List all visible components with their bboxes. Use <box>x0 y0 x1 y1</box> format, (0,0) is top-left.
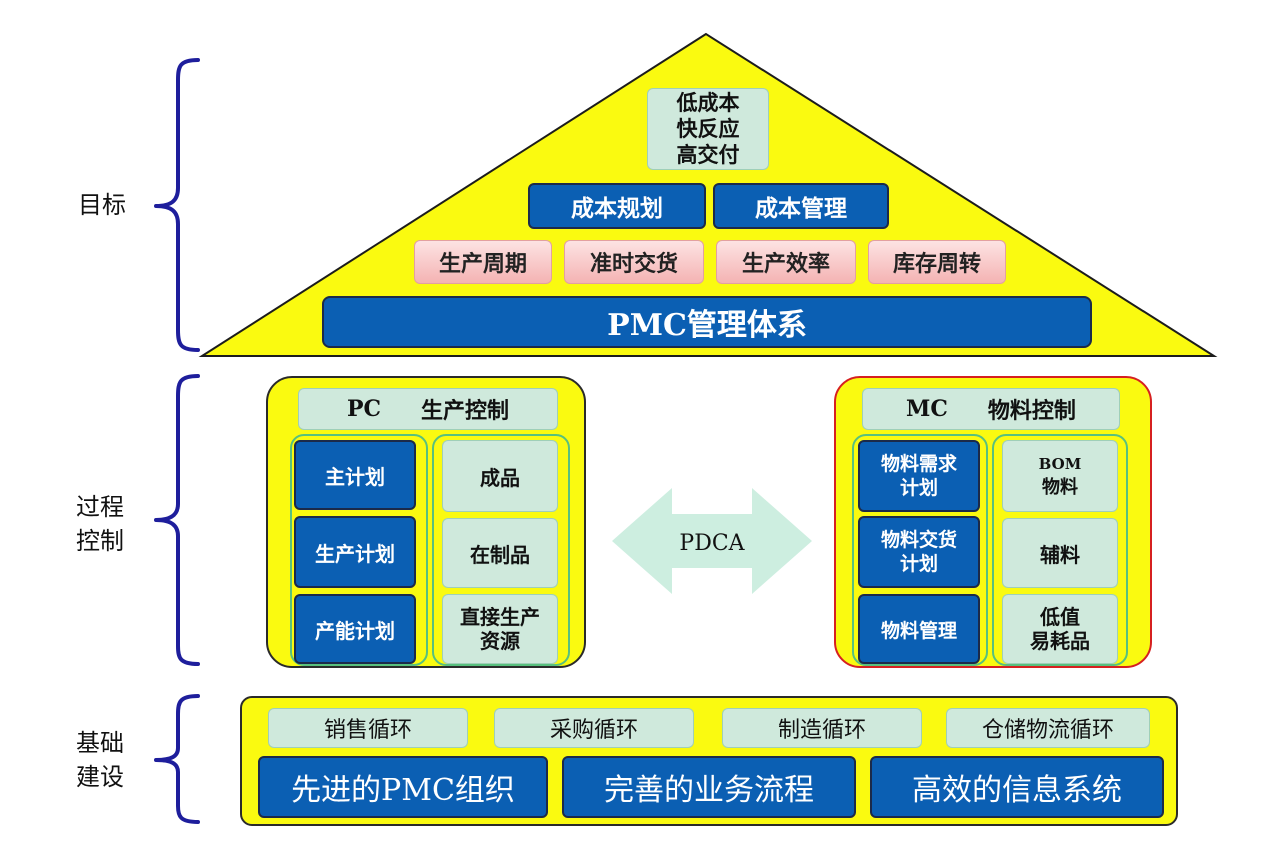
mc-auxiliary-materials: 辅料 <box>1002 518 1118 588</box>
pc-capacity-plan: 产能计划 <box>294 594 416 664</box>
mc-plans-column <box>852 434 988 666</box>
pc-title-name: 生产控制 <box>421 398 510 424</box>
pc-wip: 在制品 <box>442 518 558 588</box>
metric-on-time-delivery: 准时交货 <box>564 240 704 284</box>
base-bracket <box>154 694 200 824</box>
pmc-system-bar: PMC管理体系 <box>322 296 1092 348</box>
mc-title-code: MC <box>906 396 948 422</box>
cycle-procurement: 采购循环 <box>494 708 694 748</box>
mc-consumables: 低值 易耗品 <box>1002 594 1118 664</box>
goal-label: 目标 <box>78 191 126 219</box>
pc-plans-column <box>290 434 428 666</box>
cost-planning-box: 成本规划 <box>528 183 706 229</box>
mc-title-box: MC 物料控制 <box>862 388 1120 430</box>
cost-management-box: 成本管理 <box>713 183 889 229</box>
pdca-label: PDCA <box>679 530 745 556</box>
pc-title-code: PC <box>346 396 382 422</box>
cycle-sales: 销售循环 <box>268 708 468 748</box>
pdca-double-arrow <box>612 488 812 594</box>
base-label: 基础 建设 <box>76 729 124 791</box>
mc-material-management: 物料管理 <box>858 594 980 664</box>
pc-production-plan: 生产计划 <box>294 516 416 588</box>
mc-objects-column <box>992 434 1128 666</box>
metric-production-cycle: 生产周期 <box>414 240 552 284</box>
mc-title-name: 物料控制 <box>987 398 1076 424</box>
metric-inventory-turnover: 库存周转 <box>868 240 1006 284</box>
pc-direct-resources: 直接生产 资源 <box>442 594 558 664</box>
mc-material-requirement-plan: 物料需求 计划 <box>858 440 980 512</box>
cycle-warehouse-logistics: 仓储物流循环 <box>946 708 1150 748</box>
goal-summary-box: 低成本 快反应 高交付 <box>647 88 769 170</box>
process-bracket <box>154 374 200 666</box>
pc-master-plan: 主计划 <box>294 440 416 510</box>
pillar-business-process: 完善的业务流程 <box>562 756 856 818</box>
side-brackets <box>154 58 200 824</box>
cycle-manufacturing: 制造循环 <box>722 708 922 748</box>
mc-bom-materials: BOM 物料 <box>1002 440 1118 512</box>
goal-bracket <box>154 58 200 352</box>
pc-finished-goods: 成品 <box>442 440 558 512</box>
mc-material-delivery-plan: 物料交货 计划 <box>858 516 980 588</box>
process-label: 过程 控制 <box>76 493 124 555</box>
pillar-information-system: 高效的信息系统 <box>870 756 1164 818</box>
metric-production-efficiency: 生产效率 <box>716 240 856 284</box>
pc-title-box: PC 生产控制 <box>298 388 558 430</box>
pillar-pmc-organization: 先进的PMC组织 <box>258 756 548 818</box>
pc-objects-column <box>432 434 570 666</box>
